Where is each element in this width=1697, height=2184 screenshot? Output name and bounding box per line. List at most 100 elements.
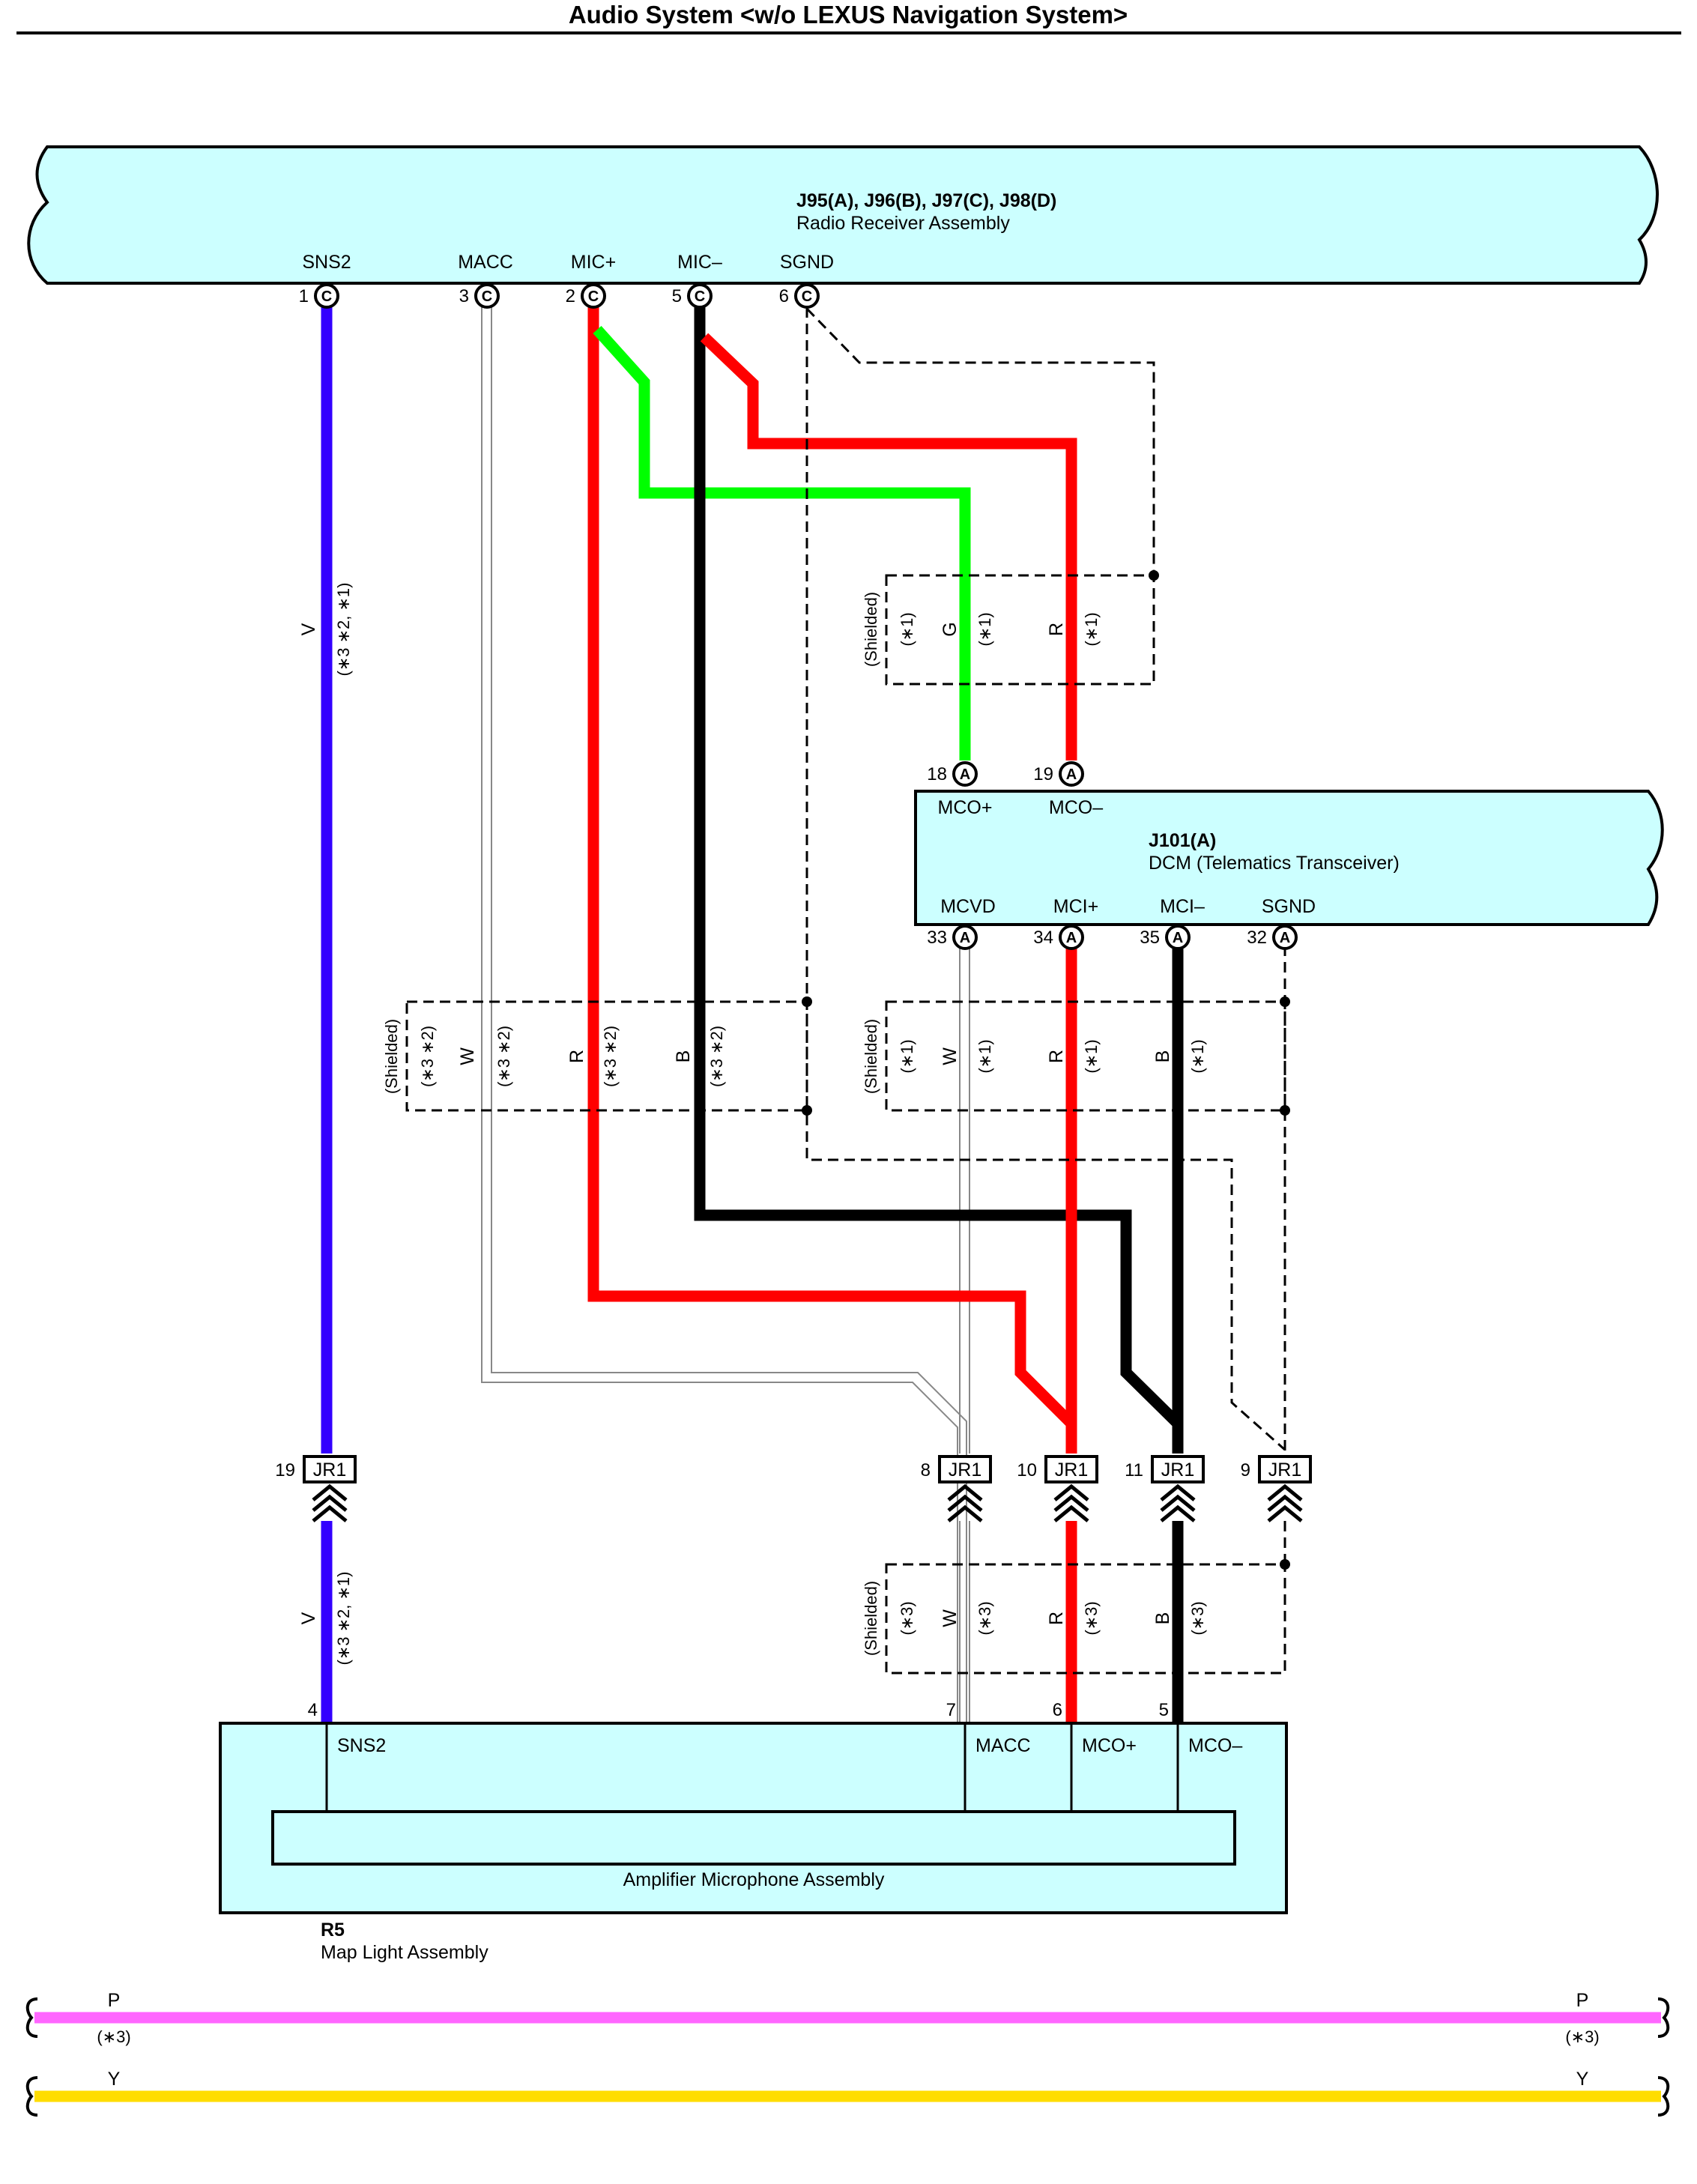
shield-lower-label: (Shielded)	[862, 1581, 880, 1656]
shield-node-mid-left-bottom	[802, 1105, 812, 1116]
wire-note-label: (∗3)	[1188, 1601, 1207, 1635]
svg-text:19: 19	[1033, 764, 1053, 784]
svg-text:(∗3 ∗2): (∗3 ∗2)	[418, 1026, 437, 1087]
svg-text:R: R	[1046, 623, 1067, 636]
svg-text:(Shielded): (Shielded)	[382, 1019, 401, 1094]
shield-box-mid-right	[885, 1000, 1286, 1112]
amplifier-microphone-name: Amplifier Microphone Assembly	[623, 1869, 885, 1890]
pin-label-mic-plus: MIC+	[571, 252, 616, 273]
radio-receiver-name: Radio Receiver Assembly	[796, 213, 1010, 234]
wire-color-label: B	[673, 1050, 694, 1063]
wire-color-label: W	[940, 1609, 961, 1627]
svg-text:32: 32	[1247, 928, 1267, 948]
wire-color-label: R	[566, 1050, 587, 1063]
pin-radio-5: C 5	[672, 283, 713, 309]
wire-note-label: (∗1)	[1082, 1039, 1101, 1073]
svg-text:C: C	[482, 288, 492, 305]
svg-text:(∗1): (∗1)	[1082, 612, 1101, 646]
pin-dcm-33: A 33	[927, 925, 978, 950]
svg-text:V: V	[298, 623, 319, 635]
dcm-pin-label-mcvd: MCVD	[940, 896, 996, 917]
svg-text:JR1: JR1	[1161, 1459, 1194, 1480]
v-wire-note-upper: (∗3 ∗2, ∗1)	[334, 583, 353, 677]
wire-color-label: R	[1046, 1612, 1067, 1625]
svg-text:JR1: JR1	[1055, 1459, 1088, 1480]
svg-text:5: 5	[672, 286, 682, 306]
junction-jr1-10: JR1 10	[1017, 1455, 1098, 1522]
map-pin-label-sns2: SNS2	[337, 1735, 386, 1756]
svg-text:R: R	[1046, 1612, 1067, 1625]
pin-radio-1: C 1	[299, 283, 339, 309]
svg-text:A: A	[1066, 930, 1077, 946]
svg-text:8: 8	[921, 1460, 931, 1480]
svg-text:(∗1): (∗1)	[975, 612, 994, 646]
wire-g-mic-plus	[593, 325, 971, 760]
pin-radio-2: C 2	[566, 283, 606, 309]
dcm-name: DCM (Telematics Transceiver)	[1149, 853, 1400, 874]
v-wire-color-lower: V	[298, 1612, 319, 1624]
shield-node-mid-right-bottom	[1280, 1105, 1290, 1116]
svg-text:R: R	[566, 1050, 587, 1063]
svg-text:V: V	[298, 1612, 319, 1624]
junction-jr1-11: JR1 11	[1125, 1455, 1205, 1522]
pin-dcm-19: A 19	[1033, 761, 1084, 787]
dcm-box	[914, 790, 1664, 926]
svg-text:G: G	[940, 622, 961, 636]
svg-text:(∗3): (∗3)	[1082, 1601, 1101, 1635]
svg-text:JR1: JR1	[313, 1459, 346, 1480]
svg-text:2: 2	[566, 286, 575, 306]
svg-text:(∗3 ∗2, ∗1): (∗3 ∗2, ∗1)	[334, 583, 353, 677]
svg-text:(∗3 ∗2): (∗3 ∗2)	[601, 1026, 620, 1087]
radio-receiver-code: J95(A), J96(B), J97(C), J98(D)	[796, 190, 1056, 211]
map-pin-label-mco-plus: MCO+	[1082, 1735, 1137, 1756]
wire-color-label: R	[1046, 1050, 1067, 1063]
wire-y-color-right: Y	[1576, 2069, 1589, 2090]
svg-text:6: 6	[779, 286, 789, 306]
shield-node-mid-left-top	[802, 996, 812, 1007]
svg-text:C: C	[695, 288, 705, 305]
bracket-left-p	[25, 1997, 38, 2038]
radio-receiver-box	[27, 145, 1659, 285]
svg-text:10: 10	[1017, 1460, 1037, 1480]
svg-text:19: 19	[275, 1460, 295, 1480]
pin-label-macc: MACC	[458, 252, 513, 273]
svg-text:W: W	[940, 1609, 961, 1627]
wire-note-label: (∗3 ∗2)	[707, 1026, 726, 1087]
pin-label-mic-minus: MIC–	[677, 252, 722, 273]
wire-color-label: W	[940, 1047, 961, 1065]
dcm-pin-label-mco-minus: MCO–	[1049, 797, 1103, 818]
svg-text:B: B	[1152, 1050, 1173, 1063]
svg-text:(∗3 ∗2): (∗3 ∗2)	[707, 1026, 726, 1087]
wire-note-label: (∗3 ∗2)	[601, 1026, 620, 1087]
shield-lower-note: (∗3)	[898, 1601, 916, 1635]
wire-p-note-right: (∗3)	[1565, 2027, 1599, 2046]
map-pin-num-7: 7	[946, 1700, 956, 1720]
shield-box-upper-right	[885, 574, 1155, 686]
svg-text:(Shielded): (Shielded)	[862, 1019, 880, 1094]
svg-text:(∗1): (∗1)	[898, 1039, 916, 1073]
svg-text:A: A	[1173, 930, 1183, 946]
pin-dcm-32: A 32	[1247, 925, 1298, 950]
wire-note-label: (∗3)	[1082, 1601, 1101, 1635]
dcm-pin-label-mci-plus: MCI+	[1053, 896, 1098, 917]
dcm-pin-label-mco-plus: MCO+	[938, 797, 993, 818]
svg-text:C: C	[588, 288, 599, 305]
svg-text:JR1: JR1	[1268, 1459, 1301, 1480]
wire-note-label: (∗1)	[975, 612, 994, 646]
wire-color-label: W	[457, 1047, 478, 1065]
dcm-pin-label-sgnd: SGND	[1262, 896, 1316, 917]
svg-text:W: W	[457, 1047, 478, 1065]
pin-dcm-34: A 34	[1033, 925, 1084, 950]
svg-text:(Shielded): (Shielded)	[862, 592, 880, 667]
svg-text:R: R	[1046, 1050, 1067, 1063]
wire-note-label: (∗3)	[975, 1601, 994, 1635]
shield-node-lower	[1280, 1559, 1290, 1570]
wire-sgnd-drain-top	[805, 307, 1155, 575]
svg-text:(∗3 ∗2, ∗1): (∗3 ∗2, ∗1)	[334, 1572, 353, 1666]
svg-text:33: 33	[927, 928, 947, 948]
amplifier-microphone-box	[271, 1810, 1236, 1866]
svg-text:B: B	[673, 1050, 694, 1063]
junction-jr1-9: JR1 9	[1241, 1455, 1312, 1522]
junction-jr1-19: JR1 19	[275, 1455, 357, 1522]
